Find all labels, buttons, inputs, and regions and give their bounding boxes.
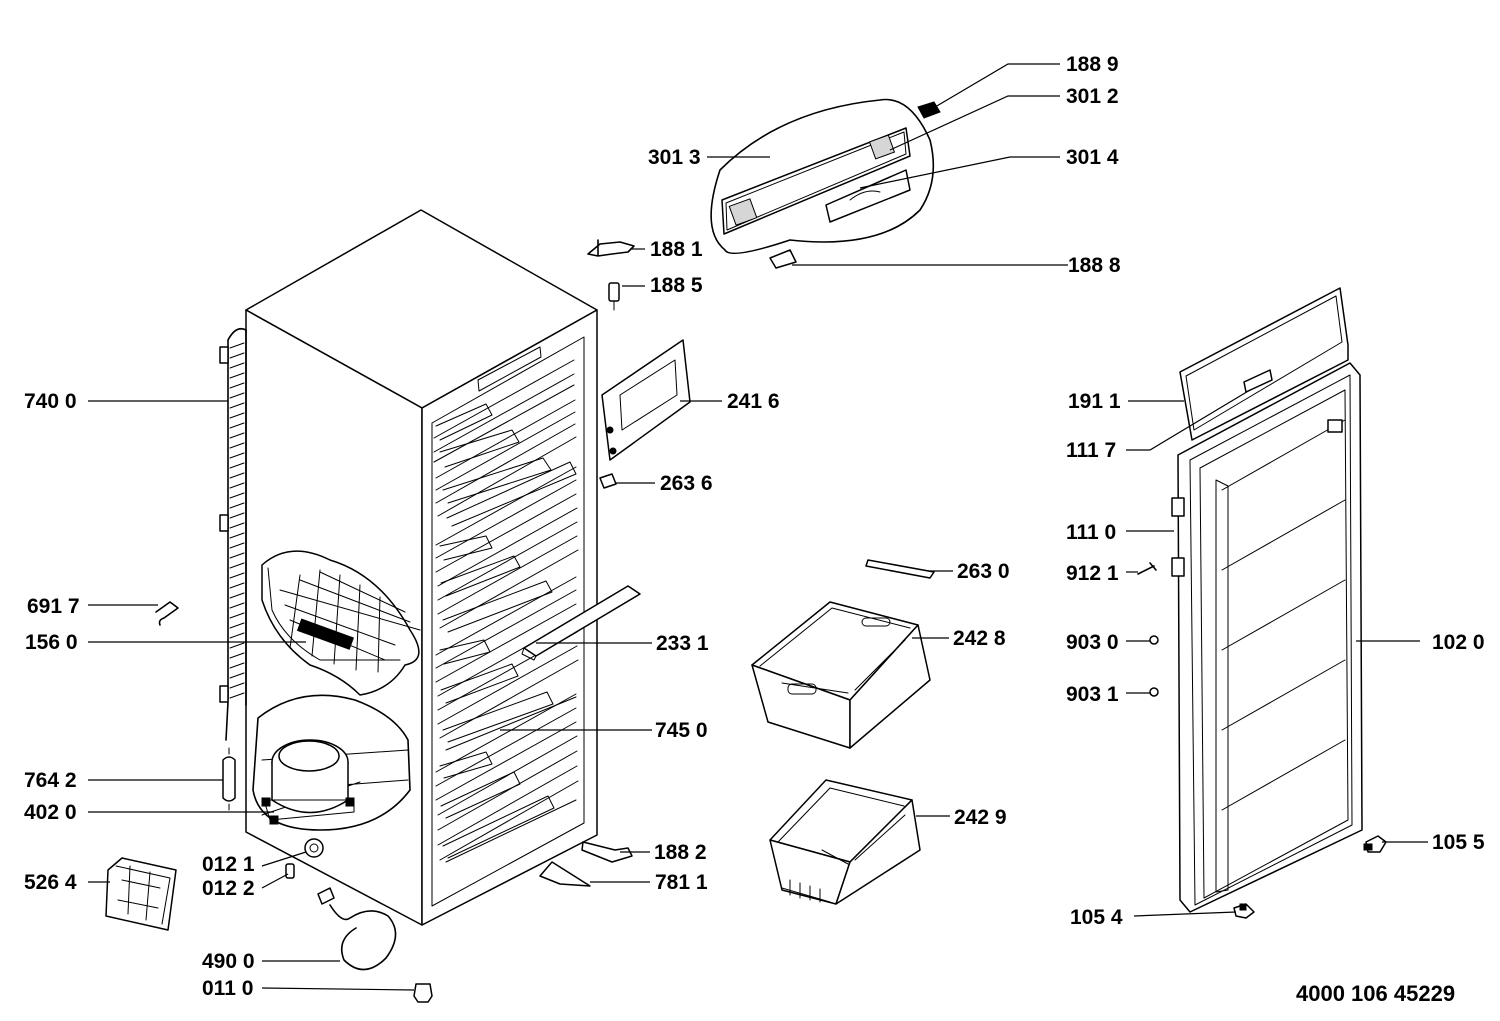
hinge-1055 [1363,835,1387,853]
relay-box-5264 [105,857,177,931]
freezer-cabinet [219,209,598,926]
power-cord-4900 [317,887,397,971]
label-012-1: 012 1 [202,853,255,876]
label-526-4: 526 4 [24,871,77,894]
label-764-2: 764 2 [24,769,77,792]
foot-0110 [413,983,433,1003]
label-102-0: 102 0 [1432,631,1485,654]
label-691-7: 691 7 [27,595,80,618]
label-490-0: 490 0 [202,950,255,973]
hinge-1881 [587,239,635,257]
evaporator-tray [261,550,421,696]
label-011-0: 011 0 [202,977,253,1000]
label-242-9: 242 9 [954,806,1007,829]
label-111-0: 111 0 [1066,521,1116,544]
label-188-1: 188 1 [650,238,703,261]
door-handle-2416 [601,339,691,461]
label-301-2: 301 2 [1066,85,1119,108]
spacer-6917 [155,601,179,626]
label-111-7: 111 7 [1066,439,1116,462]
basket-2429 [769,779,921,905]
condenser [219,327,247,741]
label-263-0: 263 0 [957,560,1010,583]
label-242-8: 242 8 [953,627,1006,650]
label-241-6: 241 6 [727,390,780,413]
label-301-4: 301 4 [1066,146,1119,169]
part-number-labels: 188 9 301 2 301 3 301 4 188 1 188 8 188 … [24,53,1485,1006]
label-745-0: 745 0 [655,719,708,742]
hinge-1054 [1233,903,1255,919]
wire-shelves [433,359,579,863]
label-912-1: 912 1 [1066,562,1119,585]
label-012-2: 012 2 [202,877,255,900]
label-903-0: 903 0 [1066,631,1119,654]
bracket-1882 [581,841,633,863]
label-188-2: 188 2 [654,841,707,864]
label-781-1: 781 1 [655,871,708,894]
compressor-area [252,694,411,831]
document-number: 4000 106 45229 [1296,981,1455,1006]
pin-1885 [608,282,620,311]
sleeve-0122 [285,863,295,879]
label-188-9: 188 9 [1066,53,1119,76]
label-105-4: 105 4 [1070,906,1123,929]
label-740-0: 740 0 [24,390,77,413]
screw-9030 [1149,635,1159,645]
bracket-7811 [539,861,591,887]
label-402-0: 402 0 [24,801,77,824]
label-191-1: 191 1 [1068,390,1121,413]
door-assembly [1171,287,1363,913]
label-301-3: 301 3 [648,146,701,169]
label-156-0: 156 0 [25,631,78,654]
dryer-filter [222,747,236,811]
screw-9031 [1149,687,1159,697]
label-233-1: 233 1 [656,632,709,655]
leader-lines [88,63,1428,991]
strip-2331 [521,585,641,661]
control-panel-group [710,98,941,269]
basket-2428 [751,601,931,749]
clip-2636 [599,473,617,489]
strip-2630 [865,559,935,579]
label-263-6: 263 6 [660,472,713,495]
label-903-1: 903 1 [1066,683,1119,706]
label-188-8: 188 8 [1068,254,1121,277]
grommet-0121 [304,838,324,858]
label-105-5: 105 5 [1432,831,1485,854]
screw-9121 [1137,562,1157,575]
label-188-5: 188 5 [650,274,703,297]
